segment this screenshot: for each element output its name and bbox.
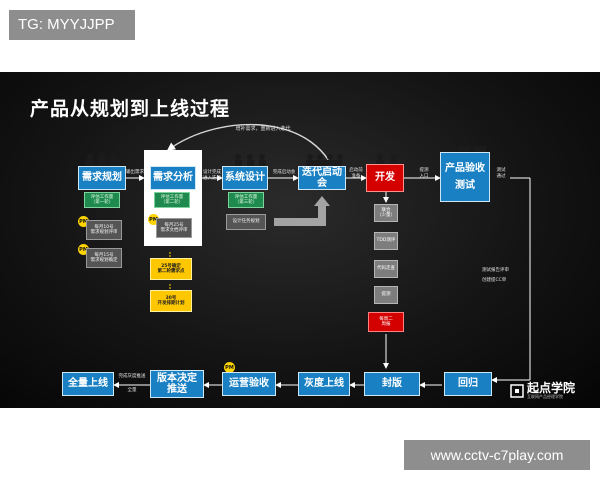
sub-dev-1: 联合 （少量） <box>374 204 398 222</box>
stage-version: 版本决定 推送 <box>150 370 204 398</box>
stage-planning: 需求规划 <box>78 166 126 190</box>
pm-badge-2: PM <box>78 244 89 255</box>
sub-yellow-1: 25号确定 第二轮需求点 <box>150 258 192 280</box>
stage-full-release: 全量上线 <box>62 372 114 396</box>
stage-acceptance: 产品验收 测试 <box>440 152 490 202</box>
logo-icon <box>510 384 524 398</box>
stage-gray-release-label: 灰度上线 <box>304 378 344 390</box>
sub-design-review: 设计任务规划 <box>226 214 266 230</box>
watermark-top: TG: MYYJJPP <box>9 10 135 40</box>
stage-dev-label: 开发 <box>375 172 395 184</box>
stage-seal-label: 封版 <box>382 378 402 390</box>
diagram-title: 产品从规划到上线过程 <box>30 98 231 120</box>
pm-badge-1: PM <box>78 216 89 227</box>
stage-version-label-2: 推送 <box>167 384 187 395</box>
sub-pm-monthly-review: 每月10号 需求规划评审 <box>86 220 122 240</box>
stage-acceptance-label: 产品验收 <box>445 162 485 174</box>
sub-pm-monthly-confirm: 每月15号 需求规划确定 <box>86 248 122 268</box>
team-icon <box>86 152 118 166</box>
design-team-icon <box>235 154 266 166</box>
stage-design-label: 系统设计 <box>225 172 265 184</box>
flow-arrows <box>113 123 531 388</box>
sub-pm-doc-review: 每月25号 需求文档评审 <box>156 218 192 238</box>
stage-acceptance-label-2: 测试 <box>455 180 475 191</box>
pm-badge-4: PM <box>224 362 235 373</box>
note-version-2: 全量 <box>127 388 137 393</box>
note-test-cc: 创建提CC单 <box>482 278 507 283</box>
stage-regression-label: 回归 <box>458 378 478 390</box>
watermark-bottom: www.cctv-c7play.com <box>404 440 590 470</box>
process-diagram: 产品从规划到上线过程 增补需求，重新进入迭代 需求规划 需求分析 系统设计 迭代… <box>0 72 600 408</box>
sub-dev-3: 代码走查 <box>374 260 398 278</box>
note-version-1: 完成灰度推送 <box>118 374 146 379</box>
note-dev: 提测 入口 <box>419 168 429 179</box>
note-design-arrow: 设计完成 进入迭代 <box>203 170 221 181</box>
stage-regression: 回归 <box>444 372 492 396</box>
sub-design-work: 评估工作量 （第三轮） <box>228 192 264 208</box>
logo-text: 起点学院 <box>527 381 576 395</box>
sub-yellow-2: 30号 开发排期计划 <box>150 290 192 312</box>
stage-analysis: 需求分析 <box>150 166 196 190</box>
stage-design: 系统设计 <box>222 166 268 190</box>
stage-planning-label: 需求规划 <box>82 172 122 184</box>
rework-arc <box>166 123 339 183</box>
note-accept: 测试 通过 <box>496 168 506 179</box>
stage-seal: 封版 <box>364 372 420 396</box>
note-kickoff: 启动前 准备 <box>349 168 363 179</box>
note-test-report: 测试报告评审 <box>482 268 509 273</box>
meeting-icon <box>306 154 343 166</box>
stage-ops-acceptance: 运营验收 <box>222 372 276 396</box>
arc-label: 增补需求，重新进入迭代 <box>235 126 291 132</box>
stage-gray-release: 灰度上线 <box>298 372 350 396</box>
developer-icon <box>376 154 398 166</box>
logo-subtext: 互联网产品经理学院 <box>527 394 563 399</box>
arrow-review-kickoff <box>274 204 326 226</box>
sub-dev-red: 每周二 周报 <box>368 312 404 332</box>
sub-dev-4: 提测 <box>374 286 398 304</box>
sub-dev-2: TDD测评 <box>374 232 398 250</box>
sub-planning-work: 评估工作量 （第一轮） <box>84 192 120 208</box>
stage-analysis-label: 需求分析 <box>153 172 193 184</box>
stage-full-release-label: 全量上线 <box>68 378 108 390</box>
note-kickoff-arrow: 完成启动会 <box>272 170 296 175</box>
pm-badge-3: PM <box>148 214 159 225</box>
stage-version-label: 版本决定 <box>157 372 197 384</box>
brand-logo: 起点学院 互联网产品经理学院 <box>510 382 575 400</box>
note-analysis-arrow: 输出需求 <box>126 170 144 175</box>
stage-kickoff: 迭代启动会 <box>298 166 346 190</box>
stage-kickoff-label: 迭代启动会 <box>302 166 342 190</box>
sub-analysis-work: 评估工作量 （第二轮） <box>154 192 190 208</box>
stage-ops-acceptance-label: 运营验收 <box>229 378 269 390</box>
stage-dev: 开发 <box>366 164 404 192</box>
